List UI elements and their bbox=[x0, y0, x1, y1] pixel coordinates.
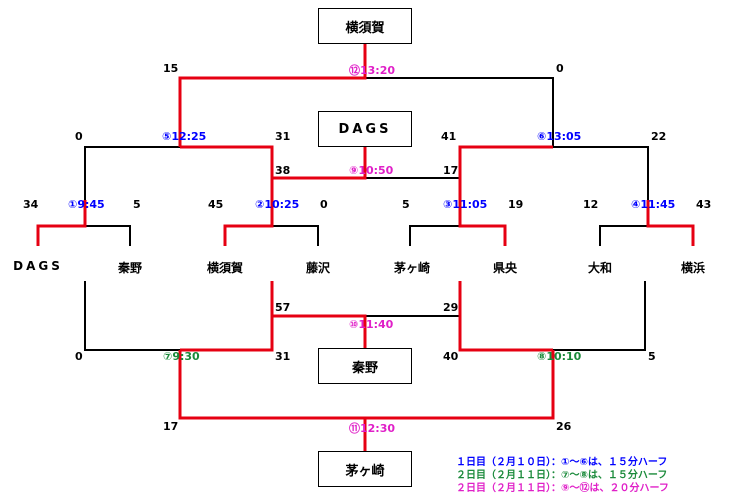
score-m3-left: 5 bbox=[402, 198, 410, 211]
match-label-1: ①9:45 bbox=[68, 198, 105, 211]
match-label-11: ⑪12:30 bbox=[349, 422, 396, 435]
line-fujisawa-lower bbox=[180, 281, 274, 352]
line-hadano-r1 bbox=[85, 225, 131, 246]
final-winner-box: 横須賀 bbox=[318, 8, 412, 44]
score-m4-left: 12 bbox=[583, 198, 599, 211]
line-chigasaki-lower bbox=[458, 281, 553, 352]
score-m9-right: 17 bbox=[443, 164, 459, 177]
line-yokohama-sf bbox=[553, 146, 649, 200]
score-m10-right: 29 bbox=[443, 301, 459, 314]
score-m1-left: 34 bbox=[23, 198, 39, 211]
score-m11-right: 26 bbox=[556, 420, 572, 433]
score-m9-left: 38 bbox=[275, 164, 291, 177]
line-chigasaki-r1 bbox=[409, 225, 460, 246]
score-m7-right: 31 bbox=[275, 350, 291, 363]
match-label-12: ⑫13:20 bbox=[349, 64, 396, 77]
team-dags: DAGS bbox=[13, 259, 63, 273]
line-yokohama-final bbox=[365, 77, 554, 147]
schedule-note-day1: １日目（２月１０日）：①～⑥は、１５分ハーフ bbox=[456, 457, 668, 468]
match-label-3: ③11:05 bbox=[443, 198, 488, 211]
match-label-7: ⑦9:30 bbox=[163, 350, 200, 363]
score-m3-right: 19 bbox=[508, 198, 524, 211]
line-yokosuka-r1 bbox=[223, 200, 274, 246]
team-fujisawa: 藤沢 bbox=[305, 261, 331, 275]
line-yamato-lower bbox=[553, 281, 646, 351]
match-label-5: ⑤12:25 bbox=[162, 130, 207, 143]
score-m5-left: 0 bbox=[75, 130, 83, 143]
line-yokosuka-final bbox=[178, 44, 367, 147]
seventh-place-box: 茅ヶ崎 bbox=[318, 451, 412, 487]
team-yokosuka: 横須賀 bbox=[206, 261, 244, 275]
score-m12-left: 15 bbox=[163, 62, 179, 75]
line-kenou-sf bbox=[458, 145, 553, 200]
team-yamato: 大和 bbox=[587, 261, 613, 275]
team-yokohama: 横浜 bbox=[680, 261, 706, 275]
match-label-9: ⑨10:50 bbox=[349, 164, 394, 177]
score-m8-left: 40 bbox=[443, 350, 459, 363]
line-yokosuka-sf bbox=[180, 145, 274, 200]
line-fujisawa-5th bbox=[270, 314, 367, 350]
match-label-2: ②10:25 bbox=[255, 198, 300, 211]
score-m6-right: 22 bbox=[651, 130, 667, 143]
score-m6-left: 41 bbox=[441, 130, 457, 143]
score-m10-left: 57 bbox=[275, 301, 291, 314]
line-hadano-lower bbox=[84, 281, 180, 351]
line-dags-3rd bbox=[270, 147, 367, 180]
team-hadano: 秦野 bbox=[117, 261, 143, 275]
schedule-note-day2b: ２日目（２月１１日）：⑨～⑫は、２０分ハーフ bbox=[456, 483, 669, 494]
match-label-4: ④11:45 bbox=[631, 198, 676, 211]
score-m8-right: 5 bbox=[648, 350, 656, 363]
line-yamato-r1 bbox=[599, 225, 648, 246]
third-place-box: DAGS bbox=[318, 111, 412, 147]
score-m4-right: 43 bbox=[696, 198, 712, 211]
score-m1-right: 5 bbox=[133, 198, 141, 211]
score-m2-left: 45 bbox=[208, 198, 224, 211]
line-dags-r1 bbox=[36, 200, 87, 246]
line-kenou-r1 bbox=[458, 200, 507, 246]
score-m12-right: 0 bbox=[556, 62, 564, 75]
score-m7-left: 0 bbox=[75, 350, 83, 363]
fifth-place-box: 秦野 bbox=[318, 348, 412, 384]
match-label-6: ⑥13:05 bbox=[537, 130, 582, 143]
score-m11-left: 17 bbox=[163, 420, 179, 433]
line-dags-sf bbox=[84, 146, 180, 200]
team-kenou: 県央 bbox=[492, 261, 518, 275]
bracket-win-lines bbox=[36, 44, 695, 453]
schedule-note-day2a: ２日目（２月１１日）：⑦～⑧は、１５分ハーフ bbox=[456, 470, 668, 481]
score-m5-right: 31 bbox=[275, 130, 291, 143]
team-chigasaki: 茅ヶ崎 bbox=[393, 261, 431, 275]
line-yokohama-r1 bbox=[646, 200, 695, 246]
score-m2-right: 0 bbox=[320, 198, 328, 211]
match-label-8: ⑧10:10 bbox=[537, 350, 582, 363]
line-fujisawa-r1 bbox=[272, 225, 319, 246]
match-label-10: ⑩11:40 bbox=[349, 318, 394, 331]
